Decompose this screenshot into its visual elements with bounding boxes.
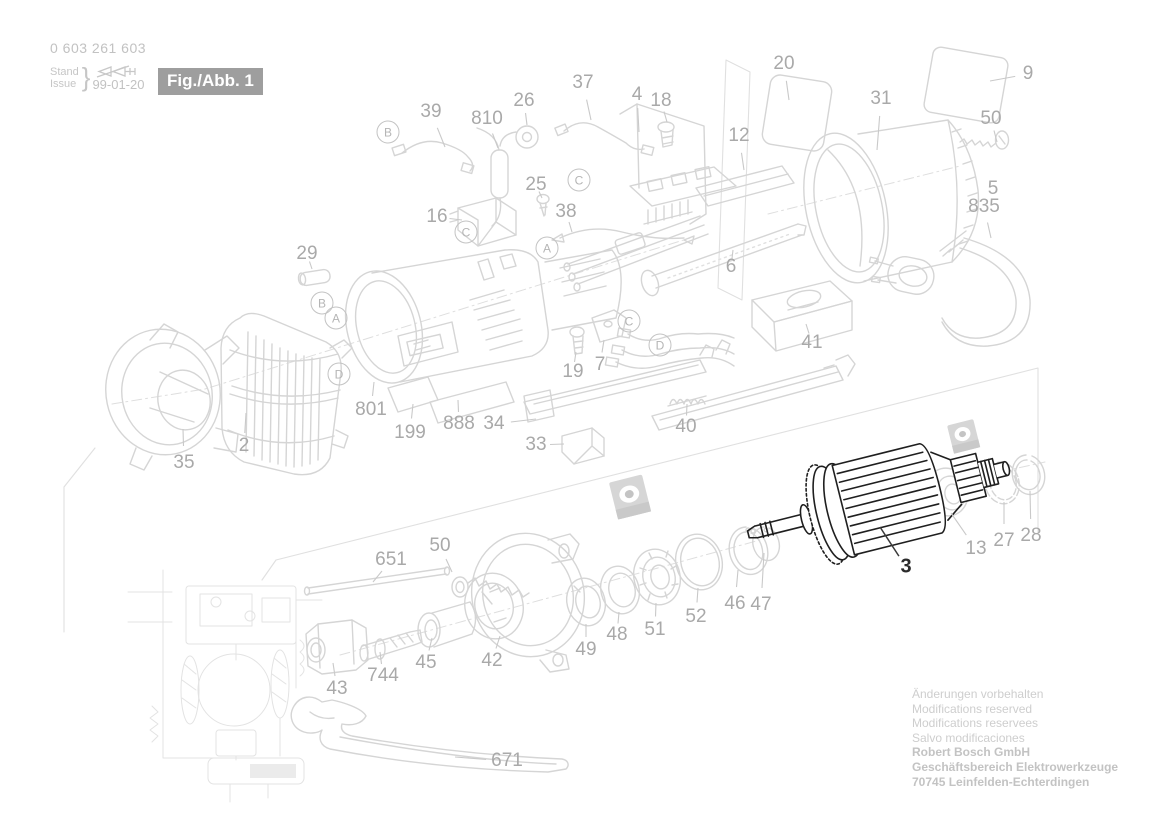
- issue-row: Stand Issue } 99-01-20: [50, 62, 146, 93]
- figure-badge: Fig./Abb. 1: [158, 68, 263, 95]
- switch-41: [604, 280, 853, 369]
- bracket-7: [591, 309, 627, 343]
- footer-line: 70745 Leinfelden-Echterdingen: [912, 774, 1090, 789]
- housing-801: [344, 249, 622, 384]
- bracket-4: [619, 103, 707, 225]
- bolt-6: [640, 223, 807, 297]
- spindle-744: [359, 629, 423, 662]
- armature-3: [746, 442, 1011, 565]
- bearing-51: [632, 548, 682, 606]
- footer-line: Robert Bosch GmbH: [912, 745, 1031, 760]
- ring-48: [599, 565, 641, 615]
- footer-line: Modifications reserved: [912, 701, 1033, 716]
- wire-39: [391, 140, 475, 175]
- wiring-schematic: [127, 569, 323, 803]
- grease-icon: [609, 474, 652, 520]
- coil-26: [499, 125, 539, 149]
- wire-37: [554, 122, 655, 157]
- header: 0 603 261 603 Stand Issue } 99-01-20: [50, 40, 146, 93]
- stand-label: Stand: [50, 65, 79, 78]
- screw-18: [657, 121, 675, 148]
- field-housing-31: [803, 119, 980, 284]
- sleeve-45: [417, 601, 477, 648]
- grease-icon: [947, 419, 981, 454]
- issue-date: 99-01-20: [92, 76, 145, 92]
- stator-2: [220, 312, 353, 476]
- ring-52: [674, 533, 724, 591]
- wrench-671: [290, 696, 569, 773]
- rod-651: [303, 566, 451, 596]
- snap-ring-46: [728, 526, 769, 576]
- switch-16: [449, 197, 517, 247]
- sticker-9: [923, 46, 1009, 124]
- brush-holder-40: [651, 339, 856, 431]
- footer-line: Änderungen vorbehalten: [912, 687, 1044, 701]
- flange-35: [105, 323, 240, 471]
- sticker-20: [761, 74, 833, 152]
- screw-50-top: [959, 130, 1010, 150]
- cable-5-835: [868, 230, 1031, 347]
- validity-icon: [97, 64, 137, 78]
- issue-label: Issue: [50, 77, 77, 90]
- ring-49: [565, 577, 607, 627]
- block-33: [561, 427, 605, 465]
- footer-line: Modifications reservees: [912, 716, 1039, 731]
- brace: }: [81, 62, 91, 92]
- pin-29: [297, 268, 331, 287]
- bail-34: [523, 359, 707, 423]
- footer-line: Geschäftsbereich Elektrowerkzeuge: [912, 759, 1119, 774]
- footer-line: Salvo modificaciones: [912, 730, 1025, 745]
- screw-19: [569, 326, 585, 355]
- screw-25: [536, 193, 550, 217]
- brush-plate: [629, 165, 737, 225]
- tube-12: [563, 165, 795, 292]
- sticker-888: [429, 381, 515, 424]
- document-part-number: 0 603 261 603: [50, 40, 147, 56]
- snap-ring-28: [1011, 454, 1046, 496]
